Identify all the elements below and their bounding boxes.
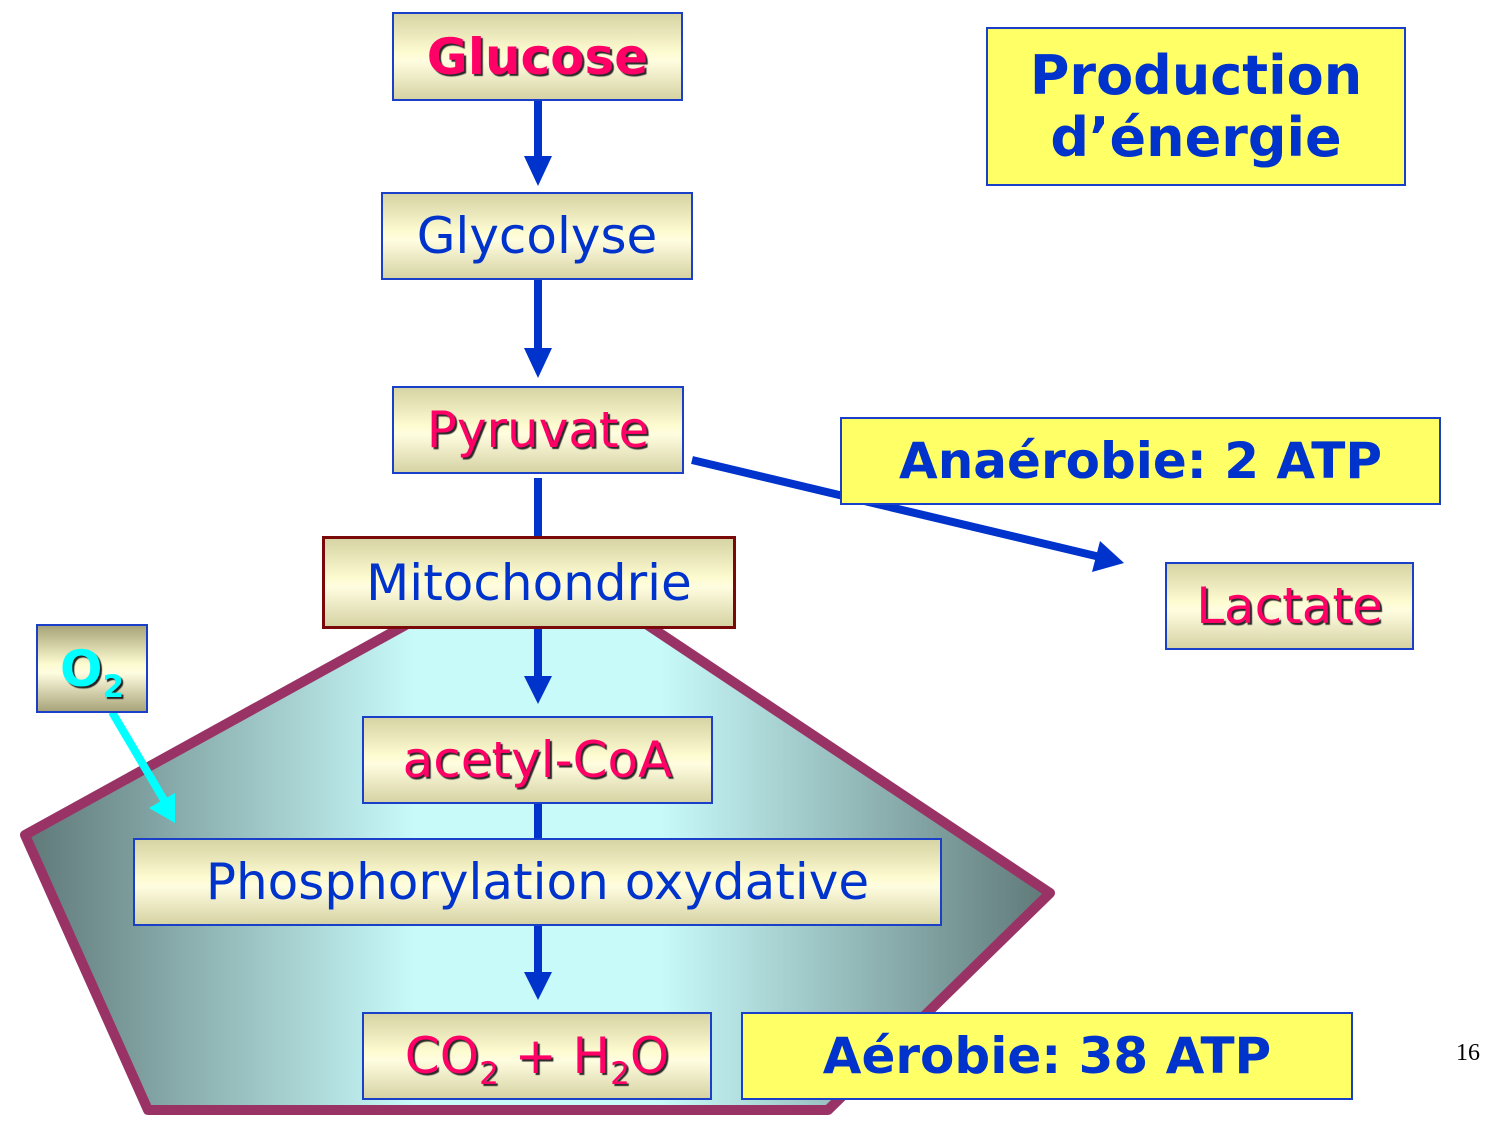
arrow-o2-to-phosphorylation	[108, 709, 175, 823]
o2-subscript: 2	[102, 668, 125, 705]
node-acetyl-coa: acetyl-CoA	[362, 716, 713, 804]
node-o2-label: O2	[59, 639, 124, 702]
node-glucose: Glucose	[392, 12, 683, 101]
node-lactate: Lactate	[1165, 562, 1414, 650]
node-pyruvate: Pyruvate	[392, 386, 684, 474]
title-box: Production d’énergie	[986, 27, 1406, 186]
anaerobie-label: Anaérobie: 2 ATP	[899, 432, 1382, 490]
aerobie-label-box: Aérobie: 38 ATP	[741, 1012, 1353, 1100]
products-co: CO	[404, 1027, 480, 1085]
products-co-subscript: 2	[479, 1055, 499, 1092]
node-glucose-label: Glucose	[426, 27, 649, 86]
aerobie-label: Aérobie: 38 ATP	[822, 1027, 1272, 1085]
node-phosphorylation-oxydative: Phosphorylation oxydative	[133, 838, 942, 926]
node-mitochondrie: Mitochondrie	[322, 536, 736, 629]
node-glycolyse-label: Glycolyse	[416, 207, 658, 265]
products-plus-h: + H	[498, 1027, 611, 1085]
node-phosphorylation-label: Phosphorylation oxydative	[205, 853, 870, 911]
node-lactate-label: Lactate	[1196, 577, 1383, 635]
arrow-phosphorylation-products	[524, 925, 552, 1000]
node-products-label: CO2 + H2O	[404, 1027, 670, 1089]
node-glycolyse: Glycolyse	[381, 192, 693, 280]
arrow-pyruvate-lactate	[691, 456, 1124, 572]
title-line-2: d’énergie	[1050, 105, 1342, 169]
page-number: 16	[1456, 1040, 1480, 1066]
node-acetyl-coa-label: acetyl-CoA	[402, 731, 673, 789]
node-mitochondrie-label: Mitochondrie	[366, 553, 692, 612]
arrow-mitochondrie-acetyl-coa	[524, 628, 552, 704]
arrow-glycolyse-pyruvate	[524, 279, 552, 378]
title-line-1: Production	[1029, 43, 1363, 107]
anaerobie-label-box: Anaérobie: 2 ATP	[840, 417, 1441, 505]
node-pyruvate-label: Pyruvate	[426, 401, 650, 459]
node-o2: O2	[36, 624, 148, 713]
arrow-glucose-glycolyse	[524, 100, 552, 186]
node-products: CO2 + H2O	[362, 1012, 712, 1100]
products-o: O	[629, 1027, 670, 1085]
o2-base: O	[59, 639, 103, 698]
products-h-subscript: 2	[610, 1055, 630, 1092]
